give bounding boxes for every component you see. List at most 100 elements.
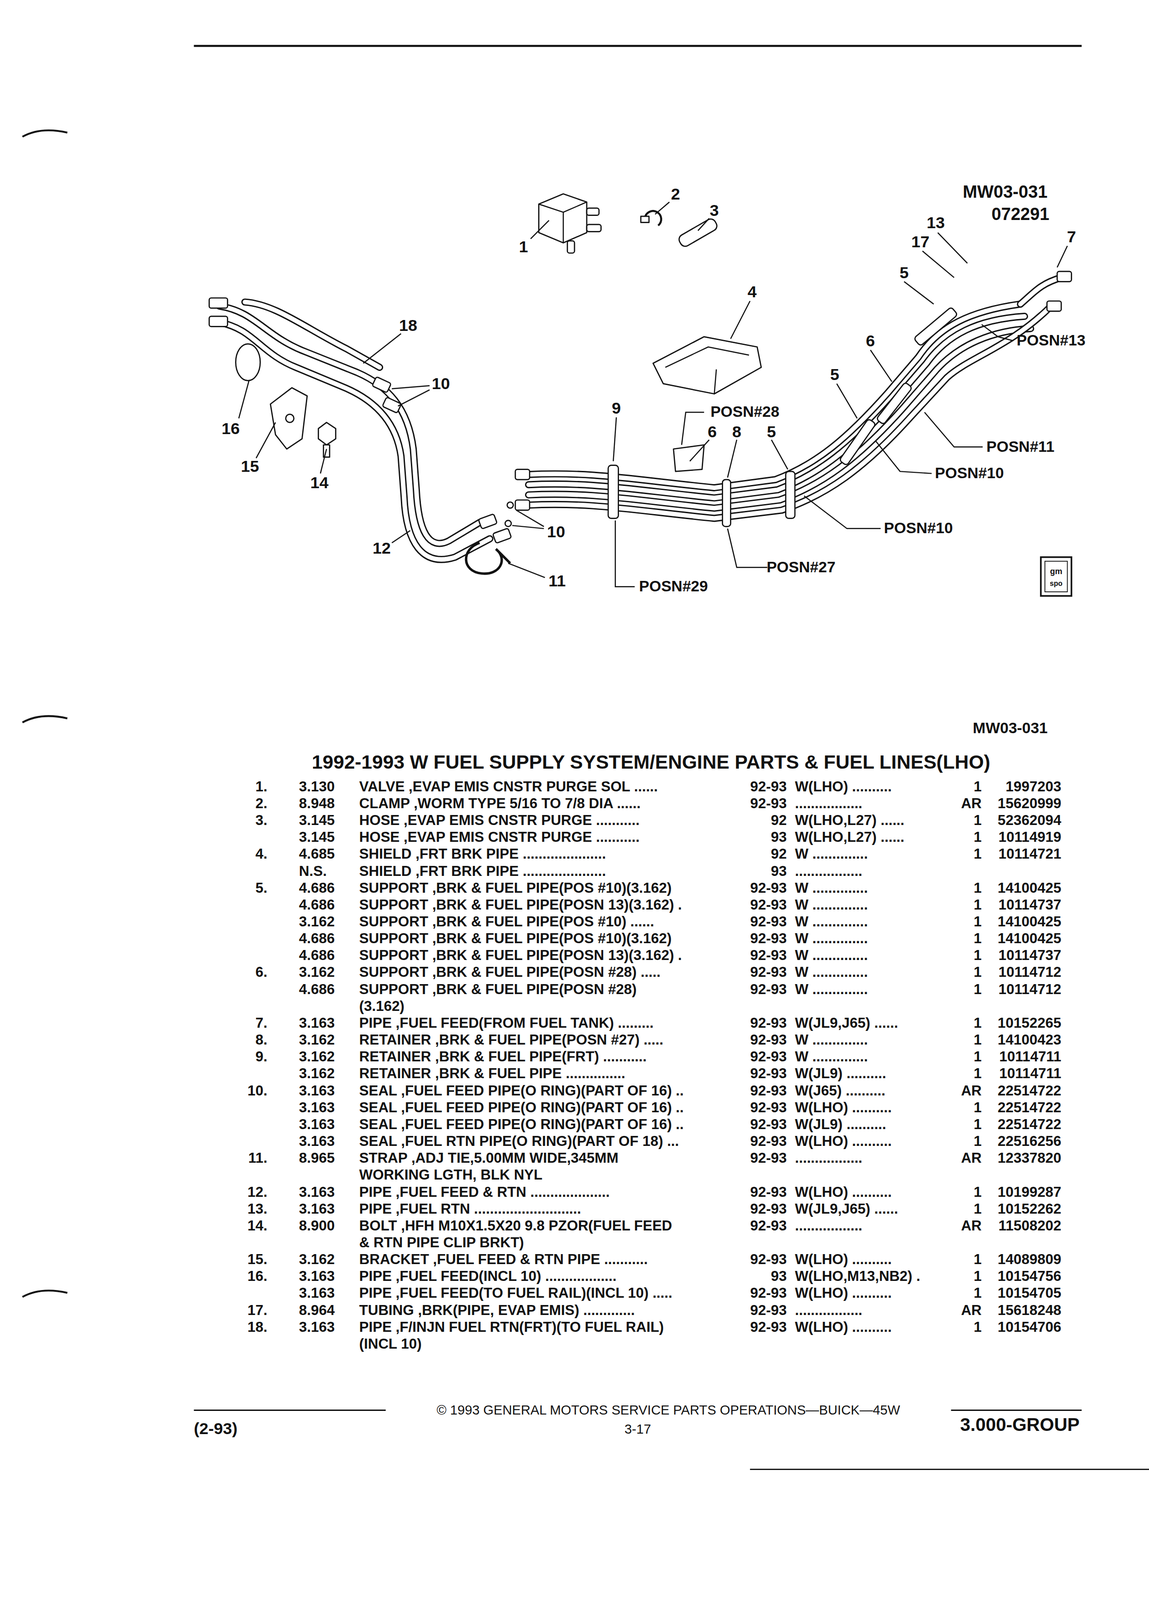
item-number: 3. — [255, 812, 268, 829]
model-usage: W .............. — [794, 845, 869, 863]
pipe-bracket — [270, 387, 308, 450]
tie-strap — [465, 542, 510, 574]
part-description: WORKING LGTH, BLK NYL — [359, 1166, 543, 1184]
fuel-pipe — [528, 328, 1031, 509]
position-label: POSN#13 — [1016, 331, 1086, 350]
quantity: 1 — [973, 1251, 982, 1268]
quantity: 1 — [973, 778, 982, 795]
callout-number: 10 — [547, 522, 566, 541]
group-number: 8.948 — [299, 795, 335, 812]
callout-number: 14 — [310, 473, 329, 492]
callout-number: 18 — [399, 315, 418, 335]
model-years: 92-93 — [750, 964, 787, 981]
model-usage: W(JL9,J65) ...... — [794, 1014, 899, 1032]
gm-spo-logo — [1040, 557, 1072, 596]
quantity: 1 — [973, 1065, 982, 1082]
group-number: 3.162 — [299, 1031, 335, 1049]
quantity: 1 — [973, 812, 982, 829]
item-number: 14. — [247, 1217, 268, 1234]
part-description: SUPPORT ,BRK & FUEL PIPE(POS #10)(3.162) — [359, 930, 672, 947]
callout-number: 13 — [926, 213, 945, 232]
model-years: 92-93 — [750, 1149, 787, 1167]
fuel-pipe — [528, 304, 1021, 488]
group-number: 3.130 — [299, 778, 335, 795]
model-usage: W .............. — [794, 930, 869, 947]
callout-number: 10 — [431, 374, 450, 393]
callout-number: 8 — [732, 422, 742, 441]
callout-number: 11 — [548, 571, 566, 590]
callout-number: 5 — [899, 263, 909, 282]
quantity: 1 — [973, 1099, 982, 1116]
pipe-support — [913, 306, 958, 346]
callout-number: 1 — [519, 237, 529, 256]
model-usage: W .............. — [794, 964, 869, 981]
pipe-fitting — [515, 469, 530, 480]
leader-line — [613, 417, 617, 462]
quantity: 1 — [973, 1318, 982, 1336]
position-label: POSN#10 — [884, 519, 954, 538]
pipe-fitting — [235, 344, 261, 381]
purge-valve — [538, 194, 587, 244]
item-number: 1. — [255, 778, 268, 795]
part-description: SUPPORT ,BRK & FUEL PIPE(POSN 13)(3.162)… — [359, 896, 682, 914]
part-number: 14089809 — [997, 1251, 1062, 1268]
group-number: 3.163 — [299, 1183, 335, 1201]
item-number: 18. — [247, 1318, 268, 1336]
model-years: 92-93 — [750, 981, 787, 998]
leader-line — [654, 201, 670, 215]
leader-line — [730, 300, 751, 339]
item-number: 4. — [255, 845, 268, 863]
brake-pipe-shield — [653, 336, 762, 395]
model-years: 92-93 — [750, 1284, 787, 1302]
part-number: 10114712 — [998, 981, 1062, 998]
quantity: AR — [960, 1217, 982, 1234]
quantity: AR — [960, 1149, 982, 1167]
model-usage: W .............. — [794, 879, 869, 897]
group-number: 4.686 — [299, 930, 335, 947]
part-number: 14100425 — [997, 879, 1062, 897]
item-number: 16. — [247, 1268, 268, 1285]
callout-number: 9 — [611, 398, 621, 418]
model-years: 92-93 — [750, 896, 787, 914]
part-number: 52362094 — [997, 812, 1062, 829]
pipe-fitting — [209, 298, 228, 309]
model-usage: W(JL9) .......... — [794, 1116, 887, 1133]
group-number: 3.163 — [299, 1099, 335, 1116]
model-usage: W .............. — [794, 947, 869, 964]
group-number: 3.163 — [299, 1284, 335, 1302]
part-description: PIPE ,F/INJN FUEL RTN(FRT)(TO FUEL RAIL) — [359, 1318, 664, 1336]
leader-line — [512, 509, 545, 529]
part-number: 10114711 — [999, 1048, 1062, 1065]
model-usage: ................. — [794, 1302, 863, 1319]
quantity: 1 — [973, 1268, 982, 1285]
part-number: 22514722 — [997, 1116, 1062, 1133]
callout-number: 5 — [830, 364, 840, 384]
model-usage: ................. — [794, 1217, 863, 1234]
model-usage: W(LHO) .......... — [794, 1133, 892, 1150]
quantity: 1 — [973, 1014, 982, 1032]
leader-line — [698, 218, 710, 231]
leader-line — [836, 383, 858, 419]
group-number: 3.163 — [299, 1082, 335, 1100]
part-description: SUPPORT ,BRK & FUEL PIPE(POSN #28) ..... — [359, 964, 661, 981]
model-years: 92 — [770, 812, 787, 829]
leader-line — [924, 412, 983, 447]
part-number: 10154705 — [997, 1284, 1062, 1302]
purge-valve — [567, 240, 575, 254]
model-years: 92-93 — [750, 1318, 787, 1336]
model-years: 92-93 — [750, 1031, 787, 1049]
model-years: 92-93 — [750, 1116, 787, 1133]
section-group: 3.000-GROUP — [960, 1413, 1080, 1435]
item-number: 8. — [255, 1031, 268, 1049]
binder-mark — [22, 715, 68, 723]
group-number: 3.162 — [299, 1048, 335, 1065]
tie-strap — [465, 542, 510, 574]
pipe-fitting — [504, 520, 511, 527]
binder-mark — [22, 130, 68, 137]
group-number: 4.685 — [299, 845, 335, 863]
model-years: 92-93 — [750, 930, 787, 947]
leader-line — [320, 449, 327, 474]
part-number: 10199287 — [997, 1183, 1062, 1201]
pipe-fitting — [507, 501, 514, 508]
leader-line — [727, 528, 768, 568]
